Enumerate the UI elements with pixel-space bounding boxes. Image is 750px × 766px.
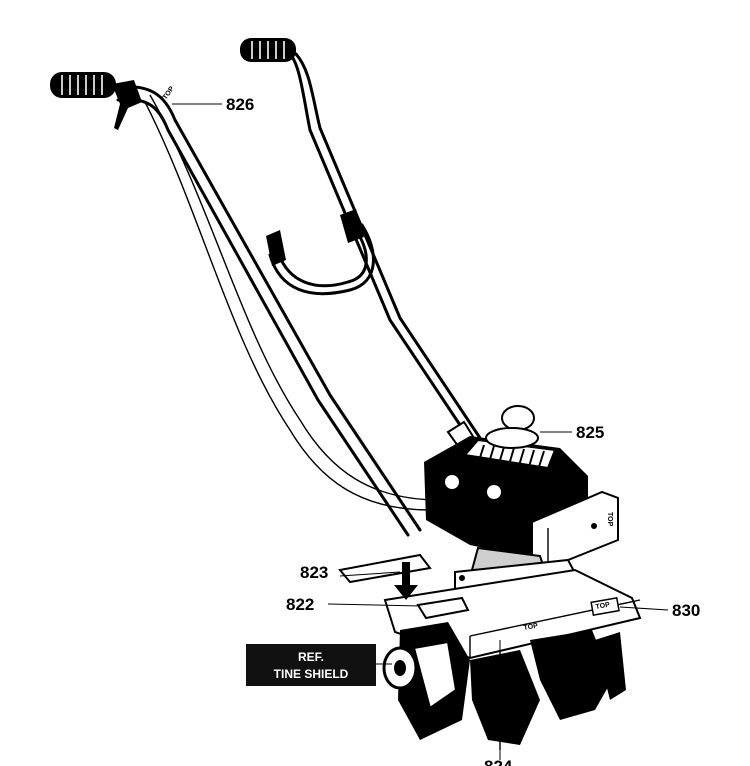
callout-824: 824	[484, 757, 513, 766]
callout-823: 823	[300, 563, 328, 582]
throttle-lever	[112, 80, 142, 130]
callout-830: 830	[672, 601, 700, 620]
decal-mark-top-handle: TOP	[162, 85, 176, 101]
decal-mark-top-shield-center: TOP	[523, 623, 539, 632]
decal-830	[590, 596, 620, 617]
callout-826: 826	[226, 95, 254, 114]
callout-825: 825	[576, 423, 604, 442]
ref-label-line2: TINE SHIELD	[274, 667, 349, 681]
right-grip	[240, 38, 296, 62]
right-clamp	[340, 209, 364, 243]
decal-mark-top-engine: TOP	[606, 512, 613, 527]
decal-823	[338, 553, 432, 584]
leader-lines	[172, 103, 669, 760]
decal-822	[416, 596, 470, 620]
left-grip	[50, 72, 142, 130]
left-clamp	[266, 230, 286, 266]
decal-mark-top-shield-right: TOP	[595, 602, 611, 611]
engine: TOP	[424, 405, 619, 592]
callout-822: 822	[286, 595, 314, 614]
placement-arrow	[394, 562, 418, 600]
tines	[382, 622, 626, 750]
ref-label-line1: REF.	[298, 650, 324, 664]
ref-tine-shield-label: REF. TINE SHIELD	[246, 644, 392, 686]
